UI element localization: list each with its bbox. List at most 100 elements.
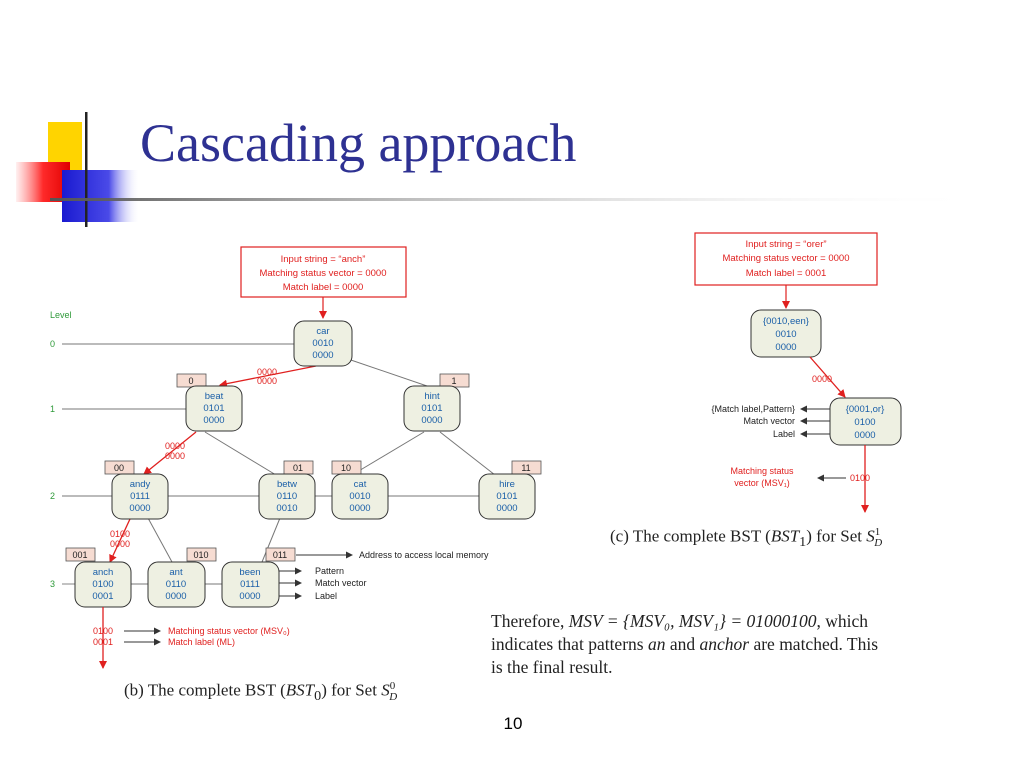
svg-text:{0010,een}: {0010,een} (763, 316, 809, 327)
input-line-1: Input string = “orer” (745, 239, 826, 250)
svg-text:0110: 0110 (277, 491, 297, 502)
edge-label-b3-a: 0100 (110, 529, 130, 539)
edge-label-b3-b: 0000 (110, 539, 130, 549)
conclusion-line-1: Therefore, MSV = {MSV₀, MSV₁} = 01000100… (491, 611, 869, 631)
svg-text:0010: 0010 (312, 338, 333, 349)
decorative-logo-blocks (16, 112, 140, 227)
svg-text:0000: 0000 (129, 503, 150, 514)
bst-node-hint: hint 0101 0000 (403, 385, 461, 432)
edge-label-b1-a: 0000 (257, 367, 277, 377)
edge-label-b2-b: 0000 (165, 451, 185, 461)
input-line-2: Matching status vector = 0000 (722, 253, 849, 264)
bst-node-een: {0010,een} 0010 0000 (750, 309, 822, 358)
svg-text:0101: 0101 (421, 403, 442, 414)
svg-text:car: car (316, 326, 329, 337)
svg-text:been: been (239, 567, 260, 578)
level-1: 1 (50, 404, 55, 414)
bst-node-been: been 0111 0000 (221, 561, 280, 608)
svg-text:0111: 0111 (240, 579, 260, 590)
slide-title: Cascading approach (140, 113, 577, 173)
title-underline (50, 198, 990, 201)
address-tag: 00 (114, 463, 124, 473)
bst-node-or: {0001,or} 0100 0000 (829, 397, 902, 446)
svg-text:0010: 0010 (276, 503, 297, 514)
caption-c: (c) The complete BST (BST1) for Set S1D (610, 526, 883, 551)
bst-node-hire: hire 0101 0000 (478, 473, 536, 520)
annotation-msv-line1: Matching status (730, 466, 794, 476)
annotation-ml: Match label (ML) (168, 637, 235, 647)
output-ml: 0001 (93, 637, 113, 647)
annotation-label: Label (315, 591, 337, 601)
annotation-match-vector: Match vector (315, 578, 367, 588)
svg-text:betw: betw (277, 479, 297, 490)
conclusion-line-3: is the final result. (491, 657, 613, 677)
svg-text:andy: andy (130, 479, 151, 490)
output-msv0: 0100 (93, 626, 113, 636)
svg-text:0000: 0000 (239, 591, 260, 602)
input-line-1: Input string = “anch” (281, 254, 366, 265)
caption-b: (b) The complete BST (BST0) for Set S0D (124, 680, 398, 705)
vertical-rule (85, 112, 88, 227)
svg-text:0001: 0001 (92, 591, 113, 602)
annotation-address: Address to access local memory (359, 550, 489, 560)
svg-text:0000: 0000 (203, 415, 224, 426)
page-number: 10 (503, 714, 523, 733)
svg-text:0100: 0100 (92, 579, 113, 590)
blue-block (62, 170, 140, 222)
conclusion-paragraph: Therefore, MSV = {MSV₀, MSV₁} = 01000100… (491, 610, 1019, 679)
address-tag: 011 (273, 550, 287, 560)
svg-text:hire: hire (499, 479, 515, 490)
svg-text:0101: 0101 (203, 403, 224, 414)
svg-text:0100: 0100 (854, 417, 875, 428)
svg-text:0000: 0000 (165, 591, 186, 602)
address-tag: 11 (521, 463, 530, 473)
address-tag: 1 (451, 376, 456, 386)
annotation-label: Label (773, 429, 795, 439)
input-line-3: Match label = 0000 (283, 282, 364, 293)
level-3: 3 (50, 579, 55, 589)
svg-text:hint: hint (424, 391, 440, 402)
svg-text:0101: 0101 (496, 491, 517, 502)
annotation-pattern: Pattern (315, 566, 344, 576)
svg-text:0000: 0000 (421, 415, 442, 426)
svg-text:0010: 0010 (349, 491, 370, 502)
bst-node-betw: betw 0110 0010 (258, 473, 316, 520)
svg-text:0111: 0111 (130, 491, 150, 502)
input-line-2: Matching status vector = 0000 (259, 268, 386, 279)
svg-text:cat: cat (354, 479, 367, 490)
svg-text:anch: anch (93, 567, 114, 578)
bst-node-car: car 0010 0000 (293, 320, 353, 367)
annotation-msv-line2: vector (MSV₁) (734, 478, 790, 488)
address-tag: 01 (293, 463, 303, 473)
bst-node-ant: ant 0110 0000 (147, 561, 206, 608)
address-tags: 0 1 00 01 10 11 001 010 011 (65, 373, 542, 562)
edge-label-b2-a: 0000 (165, 441, 185, 451)
bst-node-andy: andy 0111 0000 (111, 473, 169, 520)
svg-text:0000: 0000 (854, 430, 875, 441)
output-msv1: 0100 (850, 473, 870, 483)
bst-node-anch: anch 0100 0001 (74, 561, 132, 608)
svg-text:ant: ant (169, 567, 183, 578)
input-line-3: Match label = 0001 (746, 268, 827, 279)
level-2: 2 (50, 491, 55, 501)
address-tag: 10 (341, 463, 351, 473)
svg-text:0000: 0000 (775, 342, 796, 353)
svg-text:0000: 0000 (349, 503, 370, 514)
bst-node-beat: beat 0101 0000 (185, 385, 243, 432)
svg-text:{0001,or}: {0001,or} (846, 404, 885, 415)
svg-text:0000: 0000 (496, 503, 517, 514)
input-box-b (240, 246, 407, 298)
level-0: 0 (50, 339, 55, 349)
annotation-msv: Matching status vector (MSV₀) (168, 626, 290, 636)
address-tag: 010 (193, 550, 208, 560)
svg-text:0000: 0000 (312, 350, 333, 361)
address-tag: 001 (72, 550, 87, 560)
level-title: Level (50, 310, 72, 320)
annotation-match-pattern: {Match label,Pattern} (711, 404, 795, 414)
svg-text:0110: 0110 (166, 579, 186, 590)
figure-c: Input string = “orer” Matching status ve… (694, 232, 902, 513)
input-box-c (694, 232, 878, 286)
svg-text:0010: 0010 (775, 329, 796, 340)
red-block (16, 162, 70, 202)
